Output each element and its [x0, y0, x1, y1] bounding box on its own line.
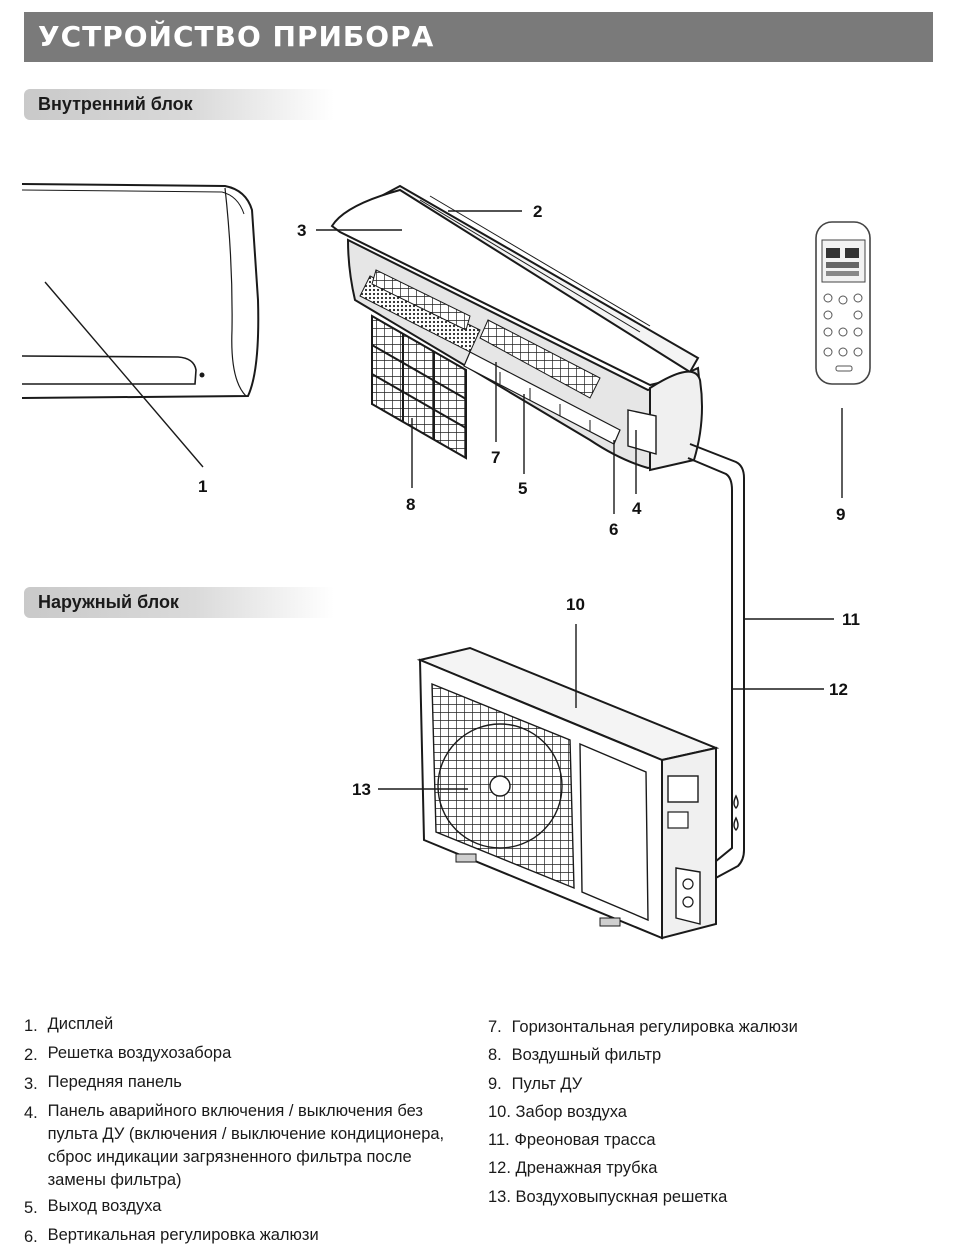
legend-item-13: 13. Воздуховыпускная решетка — [488, 1183, 928, 1211]
drain-drops — [733, 794, 739, 831]
callout-5: 5 — [518, 479, 527, 498]
legend-text: Передняя панель — [47, 1073, 182, 1091]
legend-text: Горизонтальная регулировка жалюзи — [511, 1018, 798, 1036]
legend-left: 1. Дисплей 2. Решетка воздухозабора 3. П… — [24, 1013, 474, 1253]
legend-num: 12. — [488, 1159, 511, 1178]
callout-2: 2 — [533, 202, 542, 221]
legend-text: Воздушный фильтр — [511, 1046, 662, 1065]
legend-text: Решетка воздухозабора — [47, 1044, 232, 1062]
legend-text: Пульт ДУ — [511, 1074, 583, 1093]
callout-9: 9 — [836, 505, 845, 524]
legend-right: 7. Горизонтальная регулировка жалюзи 8. … — [488, 1013, 928, 1211]
refrigerant-line — [687, 443, 745, 881]
callout-7: 7 — [491, 448, 500, 467]
legend-text: Выход воздуха — [47, 1197, 162, 1215]
remote-control — [815, 221, 871, 385]
legend-num: 1. — [24, 1017, 38, 1035]
callout-12: 12 — [829, 680, 848, 699]
legend-text: Забор воздуха — [515, 1102, 627, 1121]
legend-item-8: 8. Воздушный фильтр — [488, 1041, 928, 1069]
legend-text: Воздуховыпускная решетка — [515, 1187, 728, 1206]
legend-item-5: 5. Выход воздуха — [24, 1195, 474, 1221]
legend-item-6: 6. Вертикальная регулировка жалюзи — [24, 1224, 474, 1250]
callout-4: 4 — [632, 499, 642, 518]
callout-leaders — [316, 210, 843, 790]
legend-text: Панель аварийного включения / выключения… — [47, 1102, 445, 1189]
legend-item-2: 2. Решетка воздухозабора — [24, 1042, 474, 1068]
callout-10: 10 — [566, 595, 585, 614]
legend-num: 4. — [24, 1104, 38, 1122]
legend-item-1: 1. Дисплей — [24, 1013, 474, 1039]
title-bar: УСТРОЙСТВО ПРИБОРА — [24, 12, 933, 62]
air-filter — [371, 314, 467, 460]
callout-6: 6 — [609, 520, 618, 539]
legend-num: 5. — [24, 1199, 38, 1217]
legend-text: Вертикальная регулировка жалюзи — [47, 1226, 319, 1244]
section-tab-outdoor: Наружный блок — [24, 587, 334, 618]
display-closeup — [21, 183, 260, 399]
callout-1: 1 — [198, 477, 207, 496]
legend-num: 8. — [488, 1046, 502, 1065]
legend-num: 2. — [24, 1046, 38, 1064]
legend-num: 7. — [488, 1018, 502, 1036]
callout-13: 13 — [352, 780, 371, 799]
section-title-outdoor: Наружный блок — [38, 592, 179, 612]
section-tab-indoor: Внутренний блок — [24, 89, 334, 120]
page-title: УСТРОЙСТВО ПРИБОРА — [38, 20, 435, 53]
legend-item-9: 9. Пульт ДУ — [488, 1070, 928, 1098]
legend-text: Дисплей — [47, 1015, 114, 1033]
legend-item-4: 4. Панель аварийного включения / выключе… — [24, 1100, 474, 1192]
section-title-indoor: Внутренний блок — [38, 94, 193, 114]
legend-num: 6. — [24, 1228, 38, 1246]
callout-3: 3 — [297, 221, 306, 240]
legend-num: 11. — [488, 1131, 510, 1150]
legend-item-10: 10. Забор воздуха — [488, 1098, 928, 1126]
legend-text: Дренажная трубка — [515, 1159, 658, 1178]
outdoor-unit — [416, 646, 720, 940]
legend-num: 9. — [488, 1074, 502, 1093]
indoor-unit — [330, 184, 703, 472]
callout-11: 11 — [842, 610, 860, 629]
legend-item-3: 3. Передняя панель — [24, 1071, 474, 1097]
legend-item-11: 11. Фреоновая трасса — [488, 1126, 928, 1154]
legend-item-7: 7. Горизонтальная регулировка жалюзи — [488, 1013, 928, 1041]
legend-num: 3. — [24, 1075, 38, 1093]
legend-num: 10. — [488, 1102, 511, 1121]
legend-num: 13. — [488, 1187, 511, 1206]
legend-text: Фреоновая трасса — [514, 1131, 656, 1150]
callout-8: 8 — [406, 495, 415, 514]
callout-line-1 — [44, 281, 204, 468]
legend-item-12: 12. Дренажная трубка — [488, 1154, 928, 1182]
